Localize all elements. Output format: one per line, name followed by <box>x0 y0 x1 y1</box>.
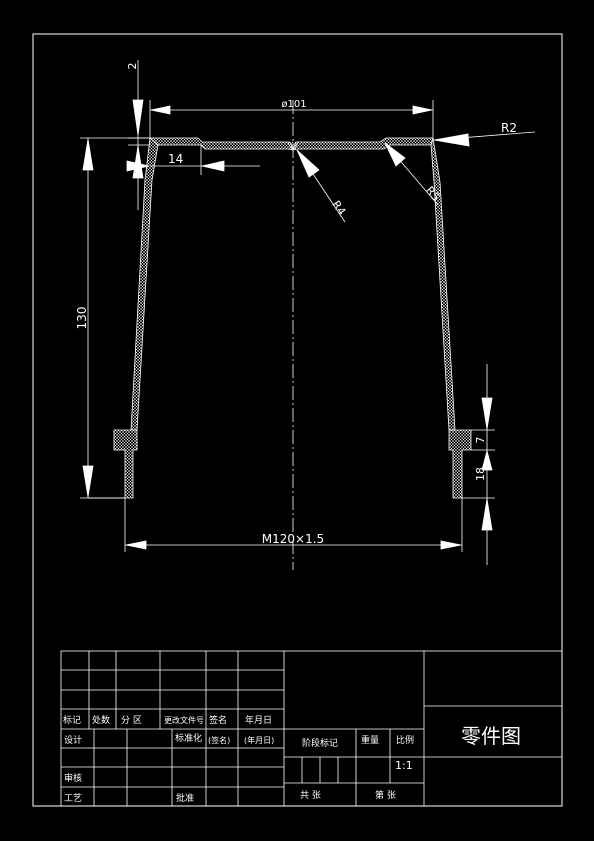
tb-process: 工艺 <box>64 793 82 804</box>
tb-sign-paren: (签名) <box>208 735 230 745</box>
dim-flange-width: 14 <box>168 152 183 166</box>
tb-change-doc: 更改文件号 <box>164 715 204 725</box>
flange-right <box>448 429 472 499</box>
dim-height-small: 7 <box>474 437 487 444</box>
dimensions <box>80 60 536 565</box>
tb-standardize: 标准化 <box>175 732 202 744</box>
center-fillet <box>287 141 299 150</box>
tb-review: 审核 <box>64 772 82 784</box>
tb-approve: 批准 <box>176 792 194 804</box>
tb-signature: 签名 <box>209 714 227 726</box>
flange-left <box>113 429 138 499</box>
tb-sheet-no: 第 张 <box>375 789 396 801</box>
tb-ratio: 比例 <box>396 734 414 746</box>
title-block-texts: 标记 处数 分 区 更改文件号 签名 年月日 设计 标准化 (签名) (年月日)… <box>63 714 521 804</box>
tb-scale: 1:1 <box>395 759 413 772</box>
dim-height-thread: 18 <box>474 467 487 481</box>
dim-radius-outer: R2 <box>501 121 517 135</box>
tb-weight: 重量 <box>361 734 379 746</box>
dim-radius-center: R4 <box>329 198 348 217</box>
side-wall-right <box>430 137 456 431</box>
tb-design: 设计 <box>64 734 82 746</box>
dim-diameter-top: ø101 <box>281 99 306 110</box>
tb-zone: 分 区 <box>121 715 142 726</box>
tb-count: 处数 <box>92 714 110 726</box>
tb-stage-mark: 阶段标记 <box>302 737 338 749</box>
top-web-left <box>148 137 294 151</box>
title-block <box>60 650 563 807</box>
dim-height-total: 130 <box>75 307 89 330</box>
tb-sheets-total: 共 张 <box>300 790 321 801</box>
part-section <box>113 137 472 499</box>
tb-mark: 标记 <box>63 714 81 726</box>
tb-date-paren: (年月日) <box>244 735 274 745</box>
tb-date: 年月日 <box>245 714 272 726</box>
top-web-right <box>292 137 434 151</box>
dim-top-thickness: 2 <box>126 63 139 70</box>
dim-thread: M120×1.5 <box>262 532 324 546</box>
tb-drawing-name: 零件图 <box>461 724 521 748</box>
